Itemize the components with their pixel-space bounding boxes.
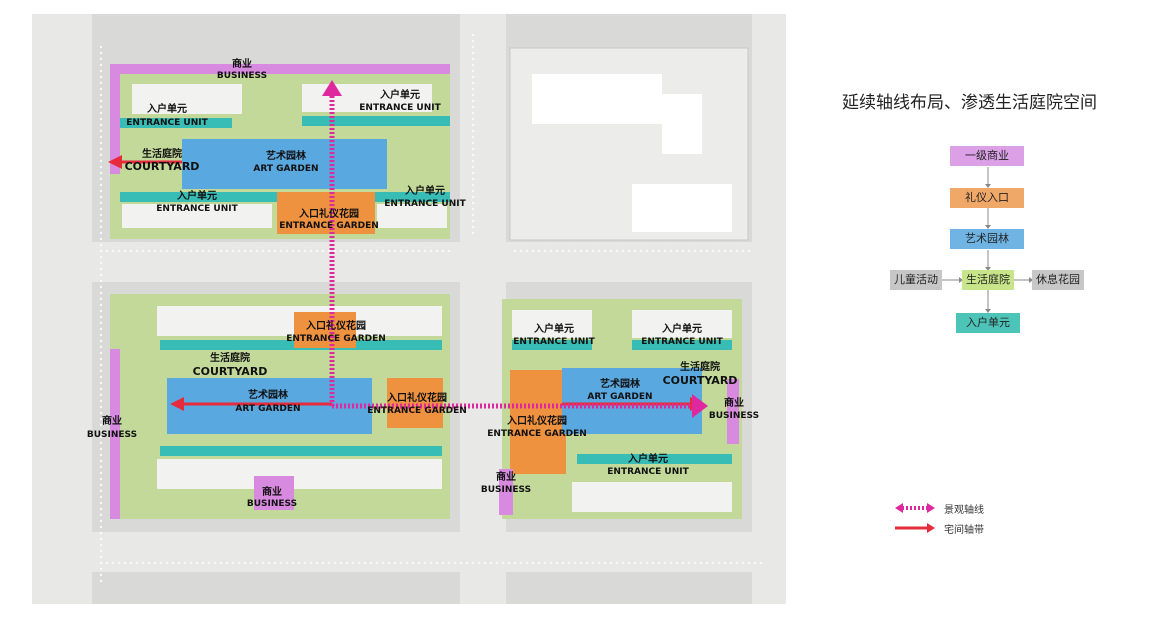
business-strip (499, 469, 513, 515)
label-business-en: BUSINESS (247, 499, 297, 509)
label-art-garden-en: ART GARDEN (587, 392, 652, 402)
entrance-garden-zone (387, 378, 443, 428)
unit-strip (302, 116, 450, 126)
label-courtyard-en: COURTYARD (663, 374, 738, 387)
page-title: 延续轴线布局、渗透生活庭院空间 (842, 93, 1097, 113)
label-business-en: BUSINESS (481, 485, 531, 495)
label-entrance-garden-en: ENTRANCE GARDEN (367, 406, 467, 416)
label-courtyard-en: COURTYARD (193, 365, 268, 378)
business-strip (727, 379, 739, 444)
flow-kids: 儿童活动 (890, 270, 942, 290)
legend: 景观轴线 宅间轴带 (894, 498, 984, 538)
label-entrance-garden: 入口礼仪花园 (507, 414, 567, 427)
label-business-en: BUSINESS (709, 411, 759, 421)
residential-building (157, 459, 442, 489)
entrance-garden-zone (277, 192, 375, 234)
plan-labels: 商业 BUSINESS 入户单元 ENTRANCE UNIT 入户单元 ENTR… (87, 57, 759, 509)
label-courtyard-en: COURTYARD (125, 160, 200, 173)
existing-building (532, 74, 662, 124)
label-courtyard: 生活庭院 (680, 360, 720, 373)
home-axis-bottom-left (170, 397, 332, 411)
residential-building (122, 204, 272, 228)
label-courtyard: 生活庭院 (210, 351, 250, 364)
business-strip (110, 349, 120, 519)
label-courtyard: 生活庭院 (142, 147, 182, 160)
label-art-garden-en: ART GARDEN (253, 164, 318, 174)
label-business-top-en: BUSINESS (217, 71, 267, 81)
unit-strip (120, 118, 232, 128)
art-garden-zone (562, 368, 702, 434)
unit-strip (512, 340, 592, 350)
label-entrance-unit-en: ENTRANCE UNIT (641, 337, 723, 347)
label-business: 商业 (262, 485, 282, 498)
flow-unit: 入户单元 (956, 313, 1020, 333)
label-entrance-garden-en: ENTRANCE GARDEN (279, 221, 379, 231)
legend-home-axis-label: 宅间轴带 (944, 524, 984, 536)
label-entrance-unit: 入户单元 (534, 322, 574, 335)
entrance-garden-zone (510, 370, 566, 474)
label-entrance-garden: 入口礼仪花园 (299, 207, 359, 220)
label-entrance-unit-en: ENTRANCE UNIT (126, 118, 208, 128)
label-entrance-unit-en: ENTRANCE UNIT (513, 337, 595, 347)
label-entrance-unit: 入户单元 (405, 184, 445, 197)
residential-building (302, 84, 432, 112)
home-axis-top (108, 155, 182, 169)
label-business: 商业 (102, 414, 122, 427)
flow-art-garden: 艺术园林 (950, 229, 1024, 249)
landscape-axis (322, 80, 708, 418)
flow-connectors (942, 167, 1033, 313)
label-entrance-garden-en: ENTRANCE GARDEN (286, 334, 386, 344)
existing-building (632, 184, 732, 232)
label-entrance-unit: 入户单元 (147, 102, 187, 115)
flow-business: 一级商业 (950, 146, 1024, 166)
tree-rows (98, 34, 762, 584)
label-entrance-unit: 入户单元 (177, 189, 217, 202)
label-business: 商业 (724, 396, 744, 409)
business-strip (254, 476, 294, 510)
business-strip (110, 64, 120, 174)
label-entrance-unit-en: ENTRANCE UNIT (156, 204, 238, 214)
entrance-garden-zone (294, 312, 356, 348)
label-entrance-unit: 入户单元 (662, 322, 702, 335)
label-entrance-garden: 入口礼仪花园 (306, 319, 366, 332)
existing-building (662, 94, 702, 154)
residential-building (572, 482, 732, 512)
label-entrance-unit: 入户单元 (628, 452, 668, 465)
art-garden-zone (182, 139, 387, 189)
label-business: 商业 (496, 470, 516, 483)
site-plan: 商业 BUSINESS 入户单元 ENTRANCE UNIT 入户单元 ENTR… (32, 14, 786, 604)
home-axis-icon (895, 523, 935, 533)
unit-strip (577, 454, 732, 464)
unit-strip (160, 446, 442, 456)
label-entrance-garden: 入口礼仪花园 (387, 391, 447, 404)
label-business-top: 商业 (232, 57, 252, 70)
legend-landscape-axis-label: 景观轴线 (944, 504, 984, 516)
label-art-garden: 艺术园林 (600, 377, 641, 390)
landscape-axis-icon (895, 503, 935, 513)
legend-landscape-axis: 景观轴线 (894, 498, 984, 518)
label-art-garden: 艺术园林 (266, 149, 307, 162)
flow-entrance: 礼仪入口 (950, 188, 1024, 208)
label-art-garden: 艺术园林 (248, 388, 289, 401)
unit-strip (632, 340, 732, 350)
label-entrance-unit-en: ENTRANCE UNIT (384, 199, 466, 209)
label-entrance-unit-en: ENTRANCE UNIT (607, 467, 689, 477)
label-entrance-unit: 入户单元 (380, 88, 420, 101)
label-business-en: BUSINESS (87, 430, 137, 440)
residential-building (132, 84, 242, 114)
label-art-garden-en: ART GARDEN (235, 404, 300, 414)
residential-building (632, 310, 732, 338)
residential-building (512, 310, 592, 338)
business-strip (110, 64, 450, 74)
legend-home-axis: 宅间轴带 (894, 518, 984, 538)
label-entrance-garden-en: ENTRANCE GARDEN (487, 429, 587, 439)
flow-rest-garden: 休息花园 (1032, 270, 1084, 290)
flow-courtyard: 生活庭院 (962, 270, 1014, 290)
label-entrance-unit-en: ENTRANCE UNIT (359, 103, 441, 113)
residential-building (377, 204, 447, 228)
